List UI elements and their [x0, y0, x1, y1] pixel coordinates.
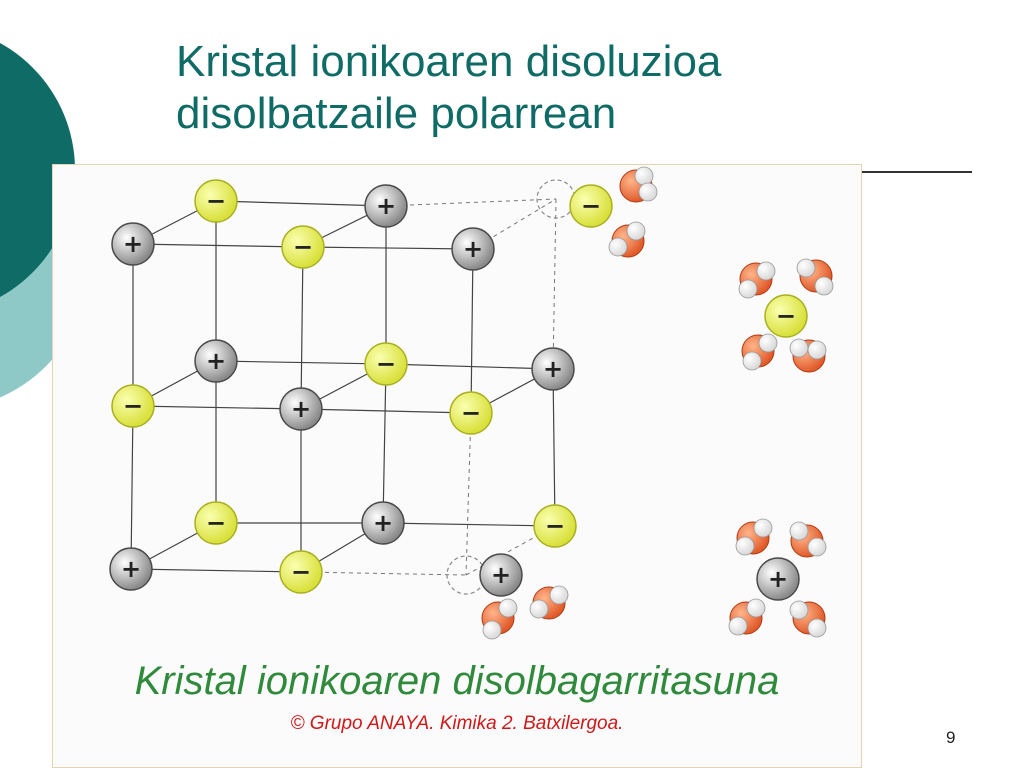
anion-charge-label: − — [206, 509, 226, 537]
anion-ion: − — [364, 342, 408, 386]
lattice-bond — [300, 408, 472, 414]
cation-ion: + — [279, 387, 323, 431]
lattice-ions: − + + − + + − + − + − − + − + − − + − + — [109, 179, 808, 601]
water-molecule — [741, 333, 778, 371]
lattice-bond — [382, 363, 387, 524]
slide-title-line-1: Kristal ionikoaren disoluzioa — [176, 37, 722, 86]
lattice-bond — [302, 246, 474, 250]
cation-ion: + — [479, 553, 523, 597]
anion-charge-label: − — [291, 558, 311, 586]
anion-ion: − — [194, 179, 238, 223]
lattice-bond — [215, 200, 387, 207]
vacancy-bond — [300, 571, 467, 576]
cation-ion: + — [531, 347, 575, 391]
cation-charge-label: + — [373, 509, 393, 537]
water-molecule — [796, 258, 834, 296]
lattice-bond — [300, 246, 304, 410]
slide-title: Kristal ionikoaren disoluzioa disolbatza… — [176, 36, 721, 140]
cation-ion: + — [756, 557, 800, 601]
anion-charge-label: − — [461, 399, 481, 427]
vacancy-bond — [385, 198, 557, 207]
water-molecule — [789, 338, 827, 373]
lattice-bond — [130, 568, 302, 573]
anion-ion: − — [279, 550, 323, 594]
lattice-bond — [470, 248, 474, 414]
lattice-bond — [130, 405, 134, 570]
cation-charge-label: + — [376, 192, 396, 220]
cation-charge-label: + — [123, 230, 143, 258]
lattice-bond — [382, 522, 556, 527]
anion-charge-label: − — [123, 392, 143, 420]
cation-ion: + — [111, 222, 155, 266]
cation-ion: + — [364, 184, 408, 228]
crystal-lattice-diagram: − + + − + + − + − + − − + − + − − + − + — [109, 166, 834, 640]
lattice-bond — [385, 363, 554, 370]
cation-charge-label: + — [463, 235, 483, 263]
cation-charge-label: + — [491, 561, 511, 589]
water-molecule — [735, 518, 773, 556]
water-molecule — [619, 166, 658, 203]
anion-charge-label: − — [776, 302, 796, 330]
water-molecule — [789, 521, 827, 558]
water-molecule — [789, 600, 827, 638]
cation-charge-label: + — [121, 555, 141, 583]
ionic-crystal-figure: − + + − + + − + − + − − + − + − − + − + Kristal ionikoaren … — [52, 164, 862, 768]
vacancy-bond — [465, 412, 472, 576]
anion-ion: − — [569, 184, 613, 228]
anion-ion: − — [194, 501, 238, 545]
cation-charge-label: + — [291, 395, 311, 423]
title-underline — [862, 171, 972, 173]
water-molecule — [481, 598, 518, 640]
page-number: 9 — [946, 728, 956, 747]
cation-charge-label: + — [206, 347, 226, 375]
slide-title-line-2: disolbatzaile polarrean — [176, 89, 617, 138]
water-molecule — [738, 261, 776, 299]
figure-credit: © Grupo ANAYA. Kimika 2. Batxilergoa. — [290, 713, 624, 734]
anion-ion: − — [449, 391, 493, 435]
cation-charge-label: + — [768, 565, 788, 593]
cation-ion: + — [361, 501, 405, 545]
anion-charge-label: − — [206, 187, 226, 215]
water-molecules — [481, 166, 834, 640]
figure-caption: Kristal ionikoaren disolbagarritasuna — [134, 659, 780, 703]
anion-charge-label: − — [376, 350, 396, 378]
anion-ion: − — [764, 294, 808, 338]
anion-ion: − — [533, 504, 577, 548]
lattice-bond — [132, 405, 302, 410]
water-molecule — [608, 221, 646, 258]
cation-ion: + — [451, 227, 495, 271]
anion-charge-label: − — [545, 512, 565, 540]
cation-charge-label: + — [543, 355, 563, 383]
anion-ion: − — [281, 225, 325, 269]
vacancy-bond — [465, 525, 556, 576]
anion-charge-label: − — [581, 192, 601, 220]
anion-charge-label: − — [293, 233, 313, 261]
water-molecule — [728, 598, 766, 636]
lattice-bond — [552, 368, 556, 527]
vacancy-bond — [552, 198, 557, 370]
water-molecule — [529, 585, 569, 620]
anion-ion: − — [111, 384, 155, 428]
cation-ion: + — [109, 547, 153, 591]
cation-ion: + — [194, 339, 238, 383]
lattice-bond — [132, 243, 304, 248]
